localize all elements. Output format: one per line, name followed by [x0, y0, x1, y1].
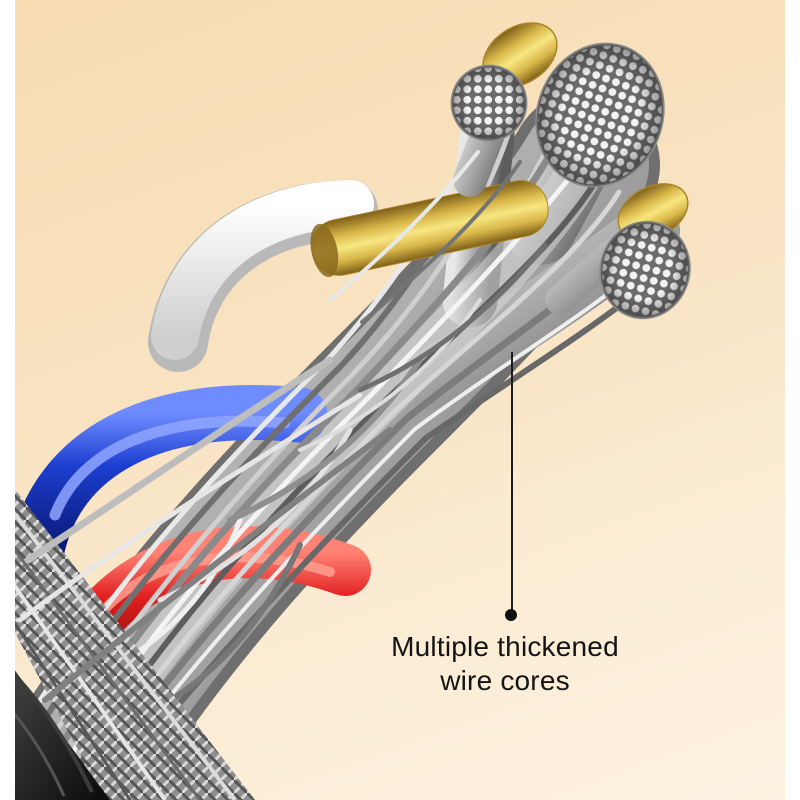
right-margin — [785, 0, 800, 800]
white-core — [148, 180, 378, 372]
annotation-dot — [505, 609, 517, 621]
annotation-line2: wire cores — [440, 665, 570, 696]
cut-wire-bundle-face-top — [535, 42, 665, 188]
foreground-strands — [17, 150, 522, 703]
cut-wire-bundle-face-right — [599, 220, 691, 320]
cut-wire-bundle-face-left — [450, 64, 528, 142]
annotation-line1: Multiple thickened — [391, 631, 619, 662]
annotation-label: Multiple thickened wire cores — [355, 630, 655, 698]
leader-line — [511, 352, 513, 612]
left-margin — [0, 0, 15, 800]
